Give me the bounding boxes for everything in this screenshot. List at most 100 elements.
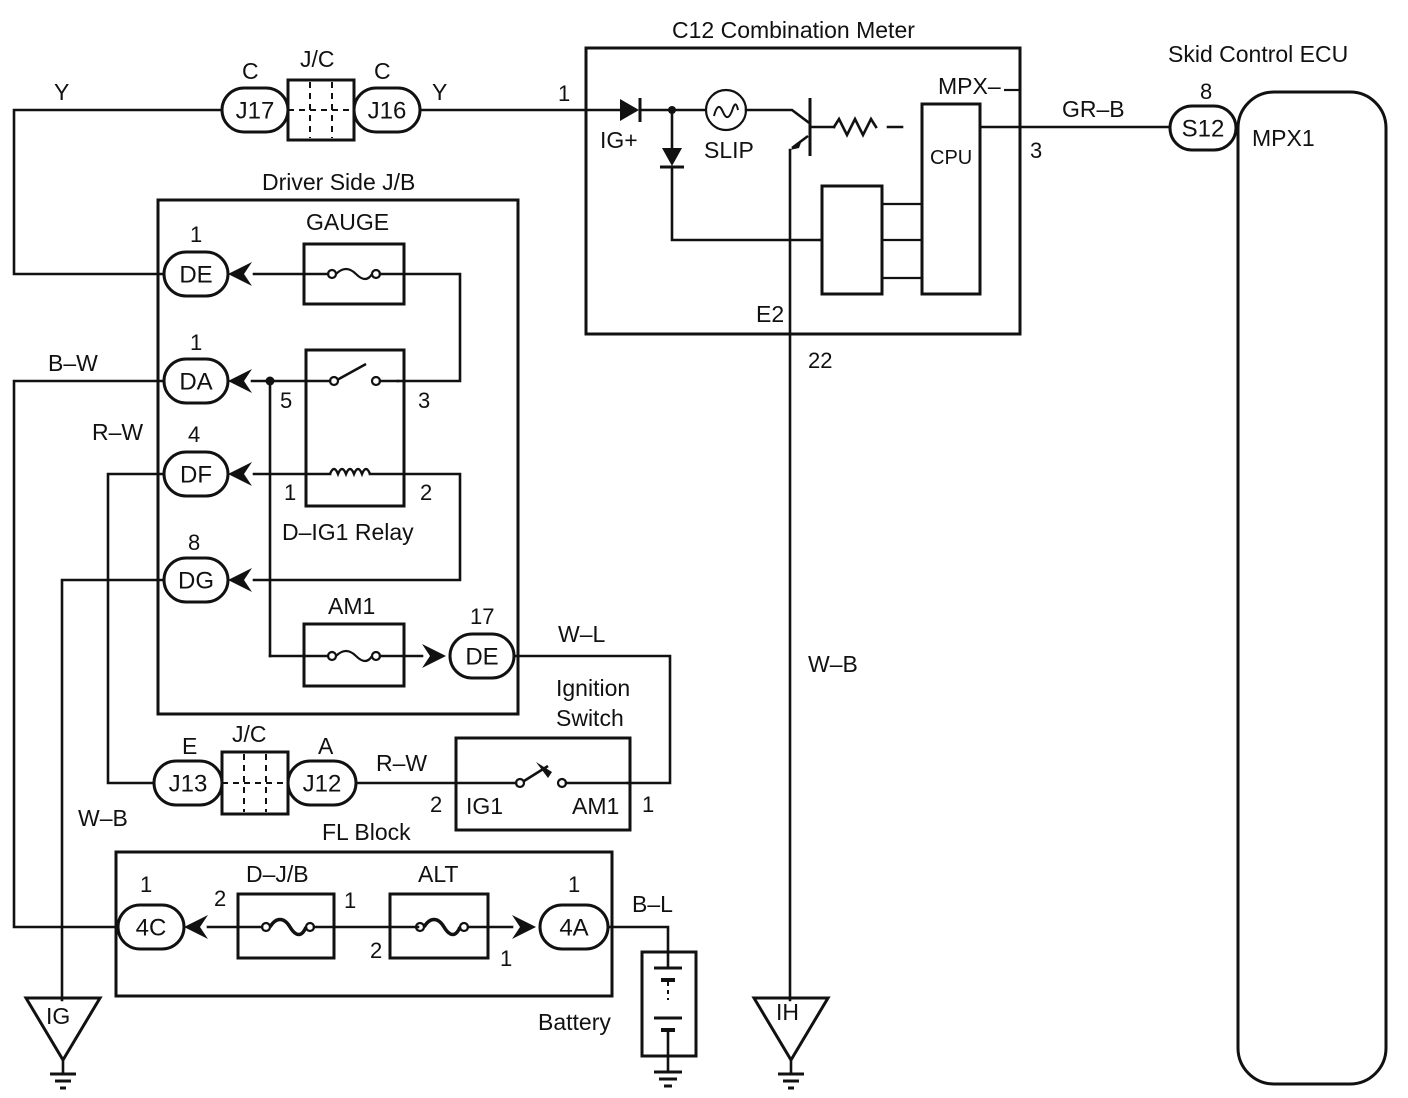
da-pin: 1 — [190, 330, 202, 355]
connector-dg-label: DG — [178, 568, 214, 595]
fl-block: FL Block 1 4C 2 D–J/B 1 ALT 2 1 1 4A — [114, 819, 614, 998]
jc-bottom: E J/C A J13 J12 R–W — [152, 721, 427, 816]
combination-meter-box — [584, 46, 1022, 336]
ground-ig: IG — [23, 996, 103, 1090]
connector-da-label: DA — [179, 369, 212, 396]
wire-gr-b-label: GR–B — [1062, 96, 1125, 122]
driver-jb-box — [156, 198, 520, 716]
terminal-slip: SLIP — [704, 137, 754, 163]
relay-d-ig1 — [304, 348, 406, 508]
meter-pin-1: 1 — [558, 81, 570, 106]
connector-j13 — [152, 759, 224, 807]
jc-top: C J/C C J17 J16 Y Y — [54, 46, 447, 142]
connector-j17-label: J17 — [236, 98, 275, 125]
wire-b-w — [12, 379, 166, 929]
meter-pin-22: 22 — [808, 348, 832, 373]
de-top-pin: 1 — [190, 222, 202, 247]
wire-w-l — [512, 654, 672, 785]
connector-4a — [538, 903, 610, 951]
j17-type-label: C — [242, 58, 259, 84]
fuse-alt-label: ALT — [418, 861, 458, 887]
battery: Battery — [538, 950, 698, 1088]
dg-terminal — [228, 568, 252, 592]
slip-indicator-lamp — [704, 88, 748, 132]
alt-pin-1: 1 — [500, 946, 512, 971]
battery-label: Battery — [538, 1009, 611, 1035]
c4-pin: 1 — [140, 872, 152, 897]
connector-j16-label: J16 — [368, 98, 407, 125]
connector-de-bottom — [448, 632, 516, 680]
skid-ecu-title: Skid Control ECU — [1168, 41, 1348, 67]
a4-pin: 1 — [568, 872, 580, 897]
connector-j17 — [220, 86, 290, 134]
alt-pin-2: 2 — [370, 938, 382, 963]
djb-pin-1: 1 — [344, 888, 356, 913]
ignition-switch-title-2: Switch — [556, 705, 624, 731]
connector-4a-label: 4A — [559, 915, 588, 942]
ground-ih-label: IH — [776, 999, 799, 1025]
terminal-e2: E2 — [756, 301, 784, 327]
wire-r-w-left — [106, 472, 166, 785]
jc-bottom-label: J/C — [232, 721, 267, 747]
terminal-mpx1: MPX1 — [1252, 125, 1315, 151]
relay-pin-1: 1 — [284, 480, 296, 505]
j13-type-label: E — [182, 733, 197, 759]
combination-meter: C12 Combination Meter 1 IG+ SLIP CPU — [558, 17, 1042, 373]
ignition-switch: Ignition Switch IG1 AM1 2 1 — [430, 675, 654, 832]
df-pin: 4 — [188, 422, 200, 447]
jc-top-label: J/C — [300, 46, 335, 72]
terminal-ig-plus: IG+ — [600, 127, 638, 153]
wire-b-l-label: B–L — [632, 891, 673, 917]
connector-j12-label: J12 — [303, 771, 342, 798]
djb-pin-2: 2 — [214, 886, 226, 911]
wire-w-b-left — [60, 578, 166, 1002]
wire-w-l-label: W–L — [558, 621, 606, 647]
wire-y-left-label: Y — [54, 79, 69, 105]
meter-internal-block — [820, 184, 884, 296]
meter-cpu — [920, 102, 982, 296]
j16-type-label: C — [374, 58, 391, 84]
switch-pin-1: 1 — [642, 792, 654, 817]
wire-r-w-bottom-label: R–W — [376, 750, 427, 776]
fl-block-box — [114, 850, 614, 998]
ecu-pin-8: 8 — [1200, 79, 1212, 104]
ground-ig-label: IG — [46, 1003, 70, 1029]
connector-de-bottom-label: DE — [465, 644, 498, 671]
meter-pin-3: 3 — [1030, 138, 1042, 163]
wire-w-b-left-label: W–B — [78, 805, 128, 831]
ig-diode — [620, 99, 639, 121]
de-bottom-pin: 17 — [470, 604, 494, 629]
ignition-switch-title-1: Ignition — [556, 675, 630, 701]
de-top-terminal — [228, 262, 252, 286]
relay-pin-3: 3 — [418, 388, 430, 413]
wire-b-l — [606, 925, 670, 954]
connector-s12 — [1168, 104, 1238, 152]
switch-pin-2: 2 — [430, 792, 442, 817]
connector-j13-label: J13 — [169, 771, 208, 798]
df-terminal — [228, 462, 252, 486]
ground-ih: IH — [751, 996, 831, 1090]
wire-w-b-center-label: W–B — [808, 651, 858, 677]
fuse-am1-label: AM1 — [328, 593, 375, 619]
fuse-gauge-label: GAUGE — [306, 209, 389, 235]
connector-s12-label: S12 — [1182, 116, 1225, 143]
terminal-am1: AM1 — [572, 793, 619, 819]
wires — [12, 108, 1172, 1002]
fl-block-title: FL Block — [322, 819, 411, 845]
relay-pin-2: 2 — [420, 480, 432, 505]
connector-4c-label: 4C — [136, 915, 167, 942]
connector-df-label: DF — [180, 462, 212, 489]
driver-jb-title: Driver Side J/B — [262, 169, 415, 195]
wire-r-w-left-label: R–W — [92, 419, 143, 445]
relay-pin-5: 5 — [280, 388, 292, 413]
de-bottom-terminal — [422, 644, 446, 668]
ground-ih-symbol — [751, 996, 831, 1063]
terminal-cpu: CPU — [930, 147, 972, 169]
wire-y-left — [12, 108, 224, 276]
ground-ig-symbol — [23, 996, 103, 1063]
terminal-mpx: MPX– — [938, 73, 1001, 99]
relay-label: D–IG1 Relay — [282, 519, 414, 545]
fuse-djb-label: D–J/B — [246, 861, 309, 887]
skid-control-ecu: Skid Control ECU 8 S12 MPX1 — [1168, 41, 1388, 1086]
